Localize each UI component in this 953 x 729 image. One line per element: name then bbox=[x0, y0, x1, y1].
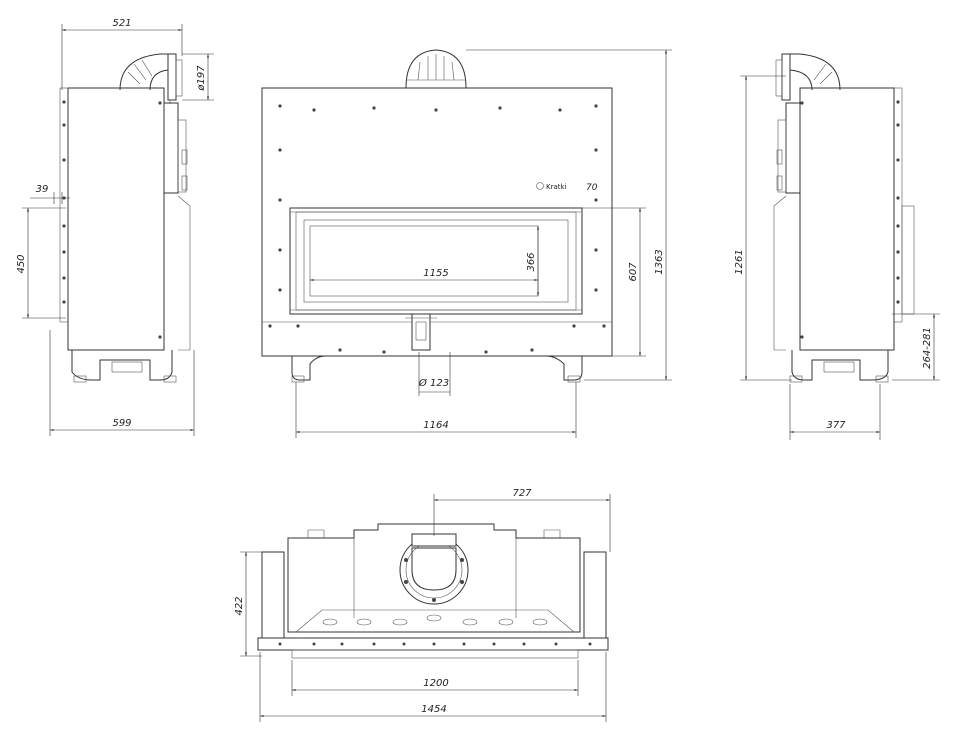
logo-text: Kratki bbox=[546, 183, 567, 191]
dim-front-width: 1164 bbox=[295, 382, 577, 438]
label-377: 377 bbox=[826, 420, 846, 431]
dim-top-1200: 1200 bbox=[291, 660, 579, 696]
dim-glass-width: 1155 bbox=[310, 268, 538, 282]
dim-window-450: 450 bbox=[16, 207, 66, 319]
label-1155: 1155 bbox=[423, 268, 448, 279]
front-view bbox=[261, 49, 613, 383]
label-1363: 1363 bbox=[654, 249, 665, 274]
brand-logo: Kratki 70 bbox=[536, 182, 598, 193]
label-1454: 1454 bbox=[421, 704, 446, 715]
label-39: 39 bbox=[36, 184, 49, 195]
label-727: 727 bbox=[512, 488, 532, 499]
dim-top-727: 727 bbox=[433, 488, 611, 552]
right-side-view bbox=[773, 53, 915, 383]
label-422: 422 bbox=[234, 596, 245, 615]
label-366: 366 bbox=[526, 252, 537, 271]
label-1261: 1261 bbox=[734, 249, 745, 274]
label-521: 521 bbox=[112, 18, 131, 29]
dim-glass-height: 366 bbox=[526, 226, 540, 296]
label-607: 607 bbox=[628, 262, 639, 282]
label-264-281: 264-281 bbox=[922, 327, 933, 369]
dim-right-height: 1261 bbox=[734, 75, 792, 381]
dim-offset-39: 39 bbox=[30, 184, 70, 204]
label-1200: 1200 bbox=[423, 678, 448, 689]
label-599: 599 bbox=[112, 418, 131, 429]
dim-frame-height: 607 bbox=[582, 207, 646, 357]
label-1164: 1164 bbox=[423, 420, 448, 431]
dim-right-depth: 377 bbox=[789, 384, 881, 440]
dim-flue-diameter: ø197 bbox=[182, 53, 214, 101]
left-side-view bbox=[59, 53, 191, 383]
label-450: 450 bbox=[16, 254, 27, 273]
dim-top-depth: 422 bbox=[234, 551, 262, 657]
label-air-inlet: Ø 123 bbox=[418, 377, 449, 389]
label-flue-diameter: ø197 bbox=[196, 65, 207, 92]
dim-side-top-width: 521 bbox=[61, 18, 183, 90]
logo-model: 70 bbox=[586, 183, 598, 193]
dim-air-inlet: Ø 123 bbox=[418, 352, 451, 396]
dim-total-height: 1363 bbox=[466, 49, 672, 381]
dim-top-1454: 1454 bbox=[259, 652, 607, 722]
dim-right-base: 264-281 bbox=[892, 313, 940, 381]
dim-side-depth: 599 bbox=[49, 330, 195, 436]
top-view bbox=[257, 523, 609, 659]
